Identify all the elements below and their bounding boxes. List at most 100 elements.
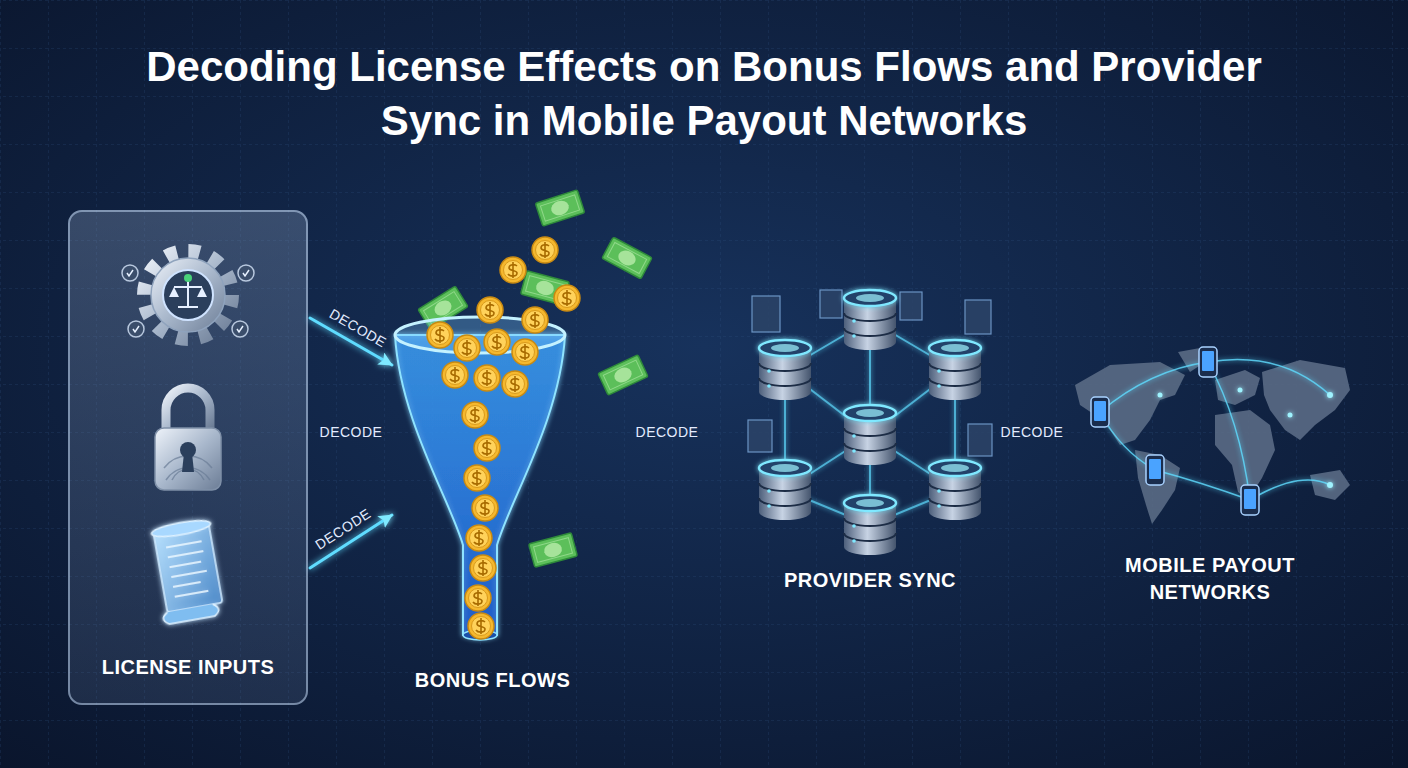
padlock-icon-part xyxy=(182,453,194,472)
coin-inner xyxy=(478,439,497,458)
world-map-part xyxy=(1075,362,1185,445)
coin-inner xyxy=(478,369,497,388)
gear-scales-icon-part xyxy=(145,252,231,338)
node-label: PROVIDER SYNC xyxy=(784,567,956,594)
gold-coin xyxy=(500,257,526,283)
bill-center xyxy=(432,297,455,318)
bill-frame xyxy=(540,195,579,221)
server-docs-part xyxy=(900,292,922,320)
coin-symbol xyxy=(508,262,517,278)
gear-scales-icon-part xyxy=(127,270,249,332)
coin-face xyxy=(500,257,526,283)
coin-inner xyxy=(526,311,545,330)
coin-face xyxy=(465,585,491,611)
decode-arrow xyxy=(592,446,742,449)
phone-icons-part xyxy=(1149,459,1161,479)
city-dots-part xyxy=(1238,388,1243,393)
gear-scales-icon-part-part xyxy=(232,321,248,337)
coin-inner xyxy=(474,559,493,578)
coin-symbol xyxy=(482,440,491,456)
edge-label: DECODE xyxy=(320,424,383,440)
coin-inner xyxy=(476,499,495,518)
world-map-part xyxy=(1215,370,1260,405)
node-label: MOBILE PAYOUT NETWORKS xyxy=(1105,552,1315,606)
bill-center xyxy=(616,248,638,269)
coin-face xyxy=(466,525,492,551)
edge-label: DECODE xyxy=(1001,424,1064,440)
bill-center xyxy=(549,199,570,218)
coin-group xyxy=(427,237,580,639)
coin-inner xyxy=(504,261,523,280)
server xyxy=(929,460,981,520)
server xyxy=(844,495,896,555)
coin-inner xyxy=(446,366,465,385)
gold-coin xyxy=(468,613,494,639)
coin-symbol xyxy=(473,590,482,606)
gear-scales-icon-part xyxy=(174,280,202,307)
phone-icons-part xyxy=(1094,401,1106,421)
padlock-icon-part xyxy=(166,388,210,430)
network-arcs-part xyxy=(1208,362,1250,500)
bill-center xyxy=(612,365,634,385)
gold-coin xyxy=(472,495,498,521)
coin-inner xyxy=(558,289,577,308)
coin-symbol xyxy=(520,344,529,360)
coin-symbol xyxy=(462,340,471,356)
provider-cluster: PROVIDER SYNC xyxy=(745,290,995,600)
scroll-icon-part xyxy=(166,541,210,596)
coin-inner xyxy=(466,406,485,425)
world-map-part xyxy=(1310,470,1350,500)
gear-scales-icon-part xyxy=(184,274,192,282)
edge-label: DECODE xyxy=(636,424,699,440)
dollar-bill xyxy=(598,355,648,395)
city-dots-part xyxy=(1327,392,1333,398)
phone-icons-part xyxy=(1146,455,1164,485)
phone-icons-part xyxy=(1244,489,1256,509)
coin-inner xyxy=(468,469,487,488)
bill-body xyxy=(535,190,584,226)
node-label: BONUS FLOWS xyxy=(415,667,571,694)
city-dots-part xyxy=(1158,393,1163,398)
license-panel: LICENSE INPUTS xyxy=(68,210,308,705)
coin-face xyxy=(474,365,500,391)
coin-symbol xyxy=(472,470,481,486)
coin-symbol xyxy=(470,407,479,423)
gold-coin xyxy=(532,237,558,263)
coin-symbol xyxy=(435,327,444,343)
gold-coin xyxy=(512,339,538,365)
server-docs-part xyxy=(748,420,772,452)
phone-icons-part xyxy=(1241,485,1259,515)
edge-label: DECODE xyxy=(327,306,390,351)
payout-map: MOBILE PAYOUT NETWORKS xyxy=(1070,345,1350,610)
coin-face xyxy=(442,362,468,388)
network-arcs xyxy=(1100,359,1330,500)
coin-inner xyxy=(458,339,477,358)
city-dots xyxy=(1158,388,1334,489)
coin-symbol xyxy=(485,302,494,318)
coin-inner xyxy=(470,529,489,548)
network-arcs-part xyxy=(1208,359,1330,395)
padlock-icon-part xyxy=(155,428,221,490)
network-arcs-part xyxy=(1250,480,1330,500)
coin-inner xyxy=(536,241,555,260)
decode-arrow xyxy=(997,446,1067,449)
bill-body xyxy=(529,533,578,568)
server-docs-part xyxy=(968,424,992,456)
gear-scales-icon-part xyxy=(151,258,225,332)
gold-coin xyxy=(474,365,500,391)
dollar-bill xyxy=(535,190,584,226)
phone-icons-part xyxy=(1091,397,1109,427)
bill-body xyxy=(602,237,652,279)
gold-coin xyxy=(462,402,488,428)
scroll-icon-part xyxy=(162,603,219,625)
coin-inner xyxy=(506,375,525,394)
dollar-bill xyxy=(602,237,652,279)
coin-symbol xyxy=(540,242,549,258)
server-stack xyxy=(759,290,981,555)
coin-inner xyxy=(516,343,535,362)
coin-face xyxy=(464,465,490,491)
world-map xyxy=(1075,348,1350,524)
city-dots-part xyxy=(1327,482,1333,488)
